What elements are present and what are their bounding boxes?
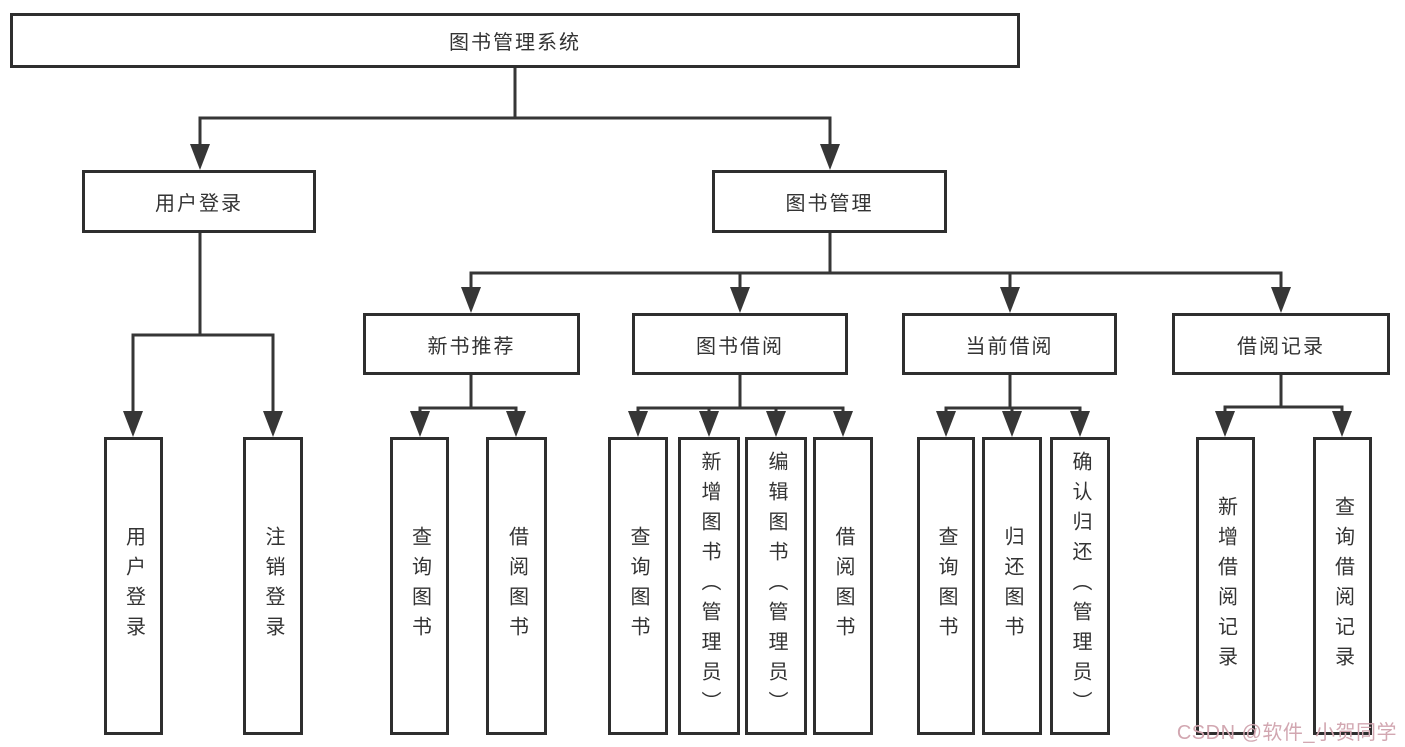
node-borrow-books-borrowing-label: 借阅图书 — [832, 526, 854, 646]
node-user-login-leaf: 用户登录 — [104, 437, 163, 735]
node-edit-books-admin-label: 编辑图书（管理员） — [765, 451, 787, 721]
node-return-books-label: 归还图书 — [1001, 526, 1023, 646]
node-new-book-recommendation-label: 新书推荐 — [427, 335, 516, 358]
node-query-borrow-record: 查询借阅记录 — [1313, 437, 1372, 735]
node-logout-leaf-label: 注销登录 — [262, 526, 284, 646]
node-borrow-books-borrowing: 借阅图书 — [813, 437, 873, 735]
node-edit-books-admin: 编辑图书（管理员） — [745, 437, 807, 735]
node-borrow-books-recommendation-label: 借阅图书 — [505, 526, 528, 646]
connector-book-borrowing-to-leaves — [628, 375, 853, 437]
node-add-books-admin-label: 新增图书（管理员） — [698, 451, 720, 721]
node-query-books-current-label: 查询图书 — [935, 526, 957, 646]
node-add-borrow-record: 新增借阅记录 — [1196, 437, 1255, 735]
node-new-book-recommendation: 新书推荐 — [363, 313, 580, 375]
node-user-login-leaf-label: 用户登录 — [122, 526, 145, 646]
connector-new-book-recommendation-to-leaves — [410, 375, 526, 437]
node-borrowing-records-label: 借阅记录 — [1237, 335, 1325, 358]
node-library-management-system: 图书管理系统 — [10, 13, 1020, 68]
node-book-borrowing: 图书借阅 — [632, 313, 848, 375]
node-book-borrowing-label: 图书借阅 — [696, 335, 784, 358]
connector-root-to-level2 — [190, 68, 840, 170]
node-confirm-return-admin: 确认归还（管理员） — [1050, 437, 1110, 735]
node-query-books-borrowing-label: 查询图书 — [627, 526, 649, 646]
node-query-books-current: 查询图书 — [917, 437, 975, 735]
node-query-books-recommendation-label: 查询图书 — [408, 526, 431, 646]
node-book-management: 图书管理 — [712, 170, 947, 233]
node-add-borrow-record-label: 新增借阅记录 — [1214, 496, 1237, 676]
connector-borrowing-records-to-leaves — [1215, 375, 1352, 437]
node-query-borrow-record-label: 查询借阅记录 — [1331, 496, 1354, 676]
csdn-watermark: CSDN @软件_小贺同学 — [1176, 722, 1397, 744]
connector-current-borrowing-to-leaves — [936, 375, 1090, 437]
node-query-books-recommendation: 查询图书 — [390, 437, 449, 735]
node-current-borrowing-label: 当前借阅 — [965, 335, 1054, 358]
node-add-books-admin: 新增图书（管理员） — [678, 437, 740, 735]
node-user-login-label: 用户登录 — [155, 193, 243, 215]
node-logout-leaf: 注销登录 — [243, 437, 303, 735]
node-borrowing-records: 借阅记录 — [1172, 313, 1390, 375]
node-book-management-label: 图书管理 — [785, 193, 874, 215]
connector-user-login-to-leaves — [123, 233, 283, 437]
node-return-books: 归还图书 — [982, 437, 1042, 735]
connector-book-management-to-level3 — [461, 233, 1291, 313]
node-borrow-books-recommendation: 借阅图书 — [486, 437, 547, 735]
node-query-books-borrowing: 查询图书 — [608, 437, 668, 735]
node-confirm-return-admin-label: 确认归还（管理员） — [1069, 451, 1091, 721]
node-library-management-system-label: 图书管理系统 — [449, 32, 581, 54]
node-current-borrowing: 当前借阅 — [902, 313, 1117, 375]
node-user-login: 用户登录 — [82, 170, 316, 233]
